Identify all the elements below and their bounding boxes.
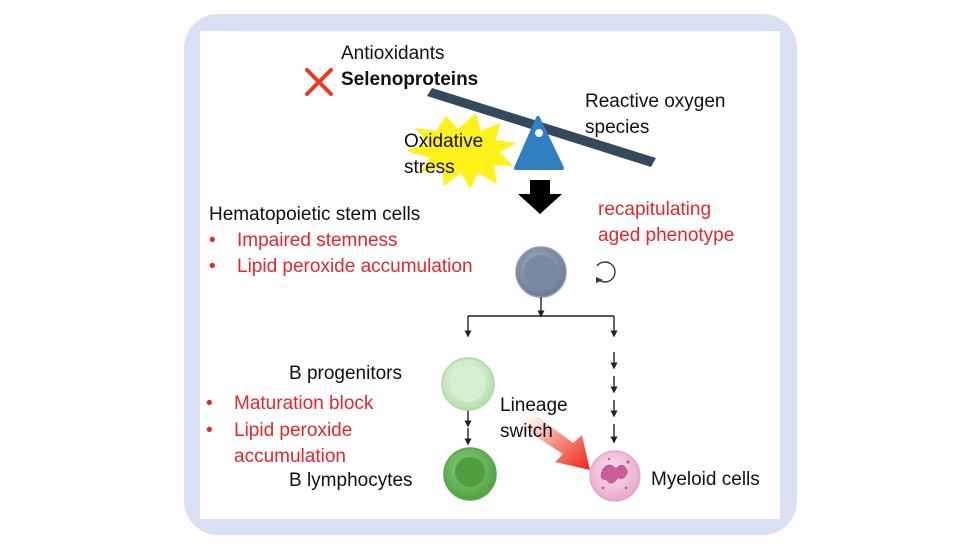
bullet: •: [206, 420, 213, 441]
cross-icon: [305, 68, 333, 96]
ros-label-line1: Reactive oxygen: [585, 91, 726, 112]
lineage-switch-line2: switch: [500, 421, 553, 442]
hsc-effect-stemness: Impaired stemness: [237, 230, 398, 251]
hsc-effect-lipid: Lipid peroxide accumulation: [237, 256, 473, 277]
self-renewal-icon: [596, 261, 616, 283]
b-progenitors-label: B progenitors: [289, 363, 403, 384]
myeloid-cells-label: Myeloid cells: [651, 469, 760, 490]
lineage-switch-arrow-icon: [518, 412, 590, 470]
starburst-icon: [406, 113, 517, 189]
b-effect-maturation: Maturation block: [234, 393, 374, 414]
hsc-cell: [515, 246, 567, 298]
ros-label-line2: species: [585, 117, 650, 138]
b-effect-lipid: Lipid peroxide: [234, 420, 353, 441]
lineage-tree: [464, 297, 618, 446]
myeloid-cell: [589, 450, 641, 502]
b-lymphocytes-label: B lymphocytes: [289, 470, 413, 491]
selenoproteins-label: Selenoproteins: [341, 69, 479, 90]
lineage-switch-line1: Lineage: [500, 395, 568, 416]
down-arrow-icon: [518, 180, 562, 214]
oxidative-stress-line2: stress: [404, 157, 455, 178]
bullet: •: [206, 393, 213, 414]
bullet: •: [209, 256, 216, 277]
bullet: •: [209, 230, 216, 251]
aged-note-line1: recapitulating: [598, 199, 712, 220]
b-effect-lipid-cont: accumulation: [234, 446, 346, 467]
b-lymphocyte-cell: [443, 447, 497, 501]
aged-note-line2: aged phenotype: [598, 225, 735, 246]
antioxidants-label: Antioxidants: [341, 43, 445, 64]
hsc-title: Hematopoietic stem cells: [209, 204, 421, 225]
seesaw-icon: [427, 88, 656, 170]
b-progenitor-cell: [441, 357, 495, 411]
oxidative-stress-line1: Oxidative: [404, 131, 484, 152]
